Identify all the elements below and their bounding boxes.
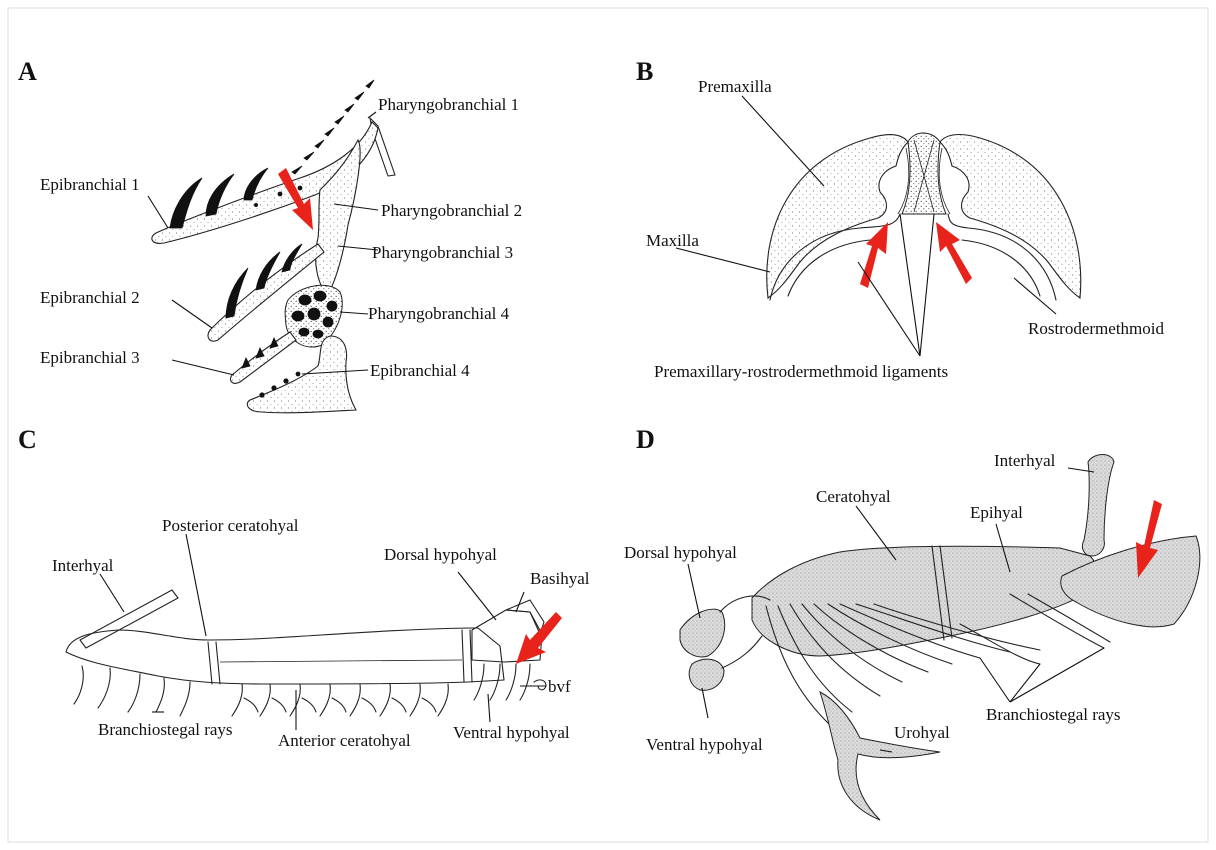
leader-branchiostegal-d-2 (1010, 648, 1104, 702)
panel-d: D (624, 425, 1200, 820)
panel-c-letter: C (18, 425, 37, 454)
bvf-shape (534, 680, 546, 690)
panel-b-letter: B (636, 57, 653, 86)
hypohyal-connection-2 (722, 636, 762, 668)
branchiostegal-rays-c (74, 664, 530, 716)
label-basihyal: Basihyal (530, 569, 590, 588)
label-ventral-hypohyal-c: Ventral hypohyal (453, 723, 570, 742)
panel-b-arrow-left (860, 222, 888, 288)
label-branchiostegal-rays-d: Branchiostegal rays (986, 705, 1121, 724)
label-rostrodermethmoid: Rostrodermethmoid (1028, 319, 1164, 338)
label-branchiostegal-rays-c: Branchiostegal rays (98, 720, 233, 739)
panel-a: A (18, 57, 522, 413)
leader-epibranchial-3 (172, 360, 234, 375)
leader-dorsal-hypohyal-d (688, 564, 700, 618)
basihyal-c-shape (506, 600, 544, 634)
leader-ventral-hypohyal-d (702, 688, 708, 718)
leader-dorsal-hypohyal-c (458, 572, 496, 620)
interhyal-d-shape (1082, 455, 1114, 557)
label-pharyngobranchial-2: Pharyngobranchial 2 (381, 201, 522, 220)
label-maxilla: Maxilla (646, 231, 699, 250)
hypohyal-suture-1 (462, 630, 464, 682)
urohyal-shape (820, 692, 940, 820)
ventral-hypohyal-d-shape (689, 659, 724, 690)
posterior-anterior-suture-2 (216, 642, 220, 684)
leader-pharyngobranchial-4 (340, 312, 368, 314)
epibranchial-4-shape (247, 336, 356, 413)
leader-ligament-3 (858, 262, 920, 356)
leader-posterior-ceratohyal (186, 534, 206, 636)
panel-c: C (18, 425, 590, 750)
leader-epibranchial-2 (172, 300, 212, 328)
label-epibranchial-3: Epibranchial 3 (40, 348, 140, 367)
label-anterior-ceratohyal: Anterior ceratohyal (278, 731, 411, 750)
label-dorsal-hypohyal-c: Dorsal hypohyal (384, 545, 497, 564)
label-epihyal: Epihyal (970, 503, 1023, 522)
leader-ligament-1 (900, 214, 920, 356)
panel-a-letter: A (18, 57, 37, 86)
label-interhyal-d: Interhyal (994, 451, 1056, 470)
label-ligaments: Premaxillary-rostrodermethmoid ligaments (654, 362, 948, 381)
label-epibranchial-1: Epibranchial 1 (40, 175, 140, 194)
leader-premaxilla (742, 96, 824, 186)
epibranchial-3-shape (230, 332, 296, 383)
leader-basihyal (516, 592, 524, 612)
dorsal-hypohyal-d-shape (680, 609, 725, 657)
interhyal-c-shape (80, 590, 178, 648)
leader-branchiostegal-d-3 (980, 658, 1010, 702)
label-ceratohyal: Ceratohyal (816, 487, 891, 506)
leader-maxilla (676, 248, 770, 272)
premaxilla-left-shape (767, 135, 908, 298)
label-posterior-ceratohyal: Posterior ceratohyal (162, 516, 299, 535)
label-epibranchial-2: Epibranchial 2 (40, 288, 140, 307)
label-pharyngobranchial-1: Pharyngobranchial 1 (378, 95, 519, 114)
leader-pharyngobranchial-1 (368, 112, 376, 118)
label-dorsal-hypohyal-d: Dorsal hypohyal (624, 543, 737, 562)
epihyal-plate-shape (1061, 536, 1200, 627)
label-pharyngobranchial-3: Pharyngobranchial 3 (372, 243, 513, 262)
ceratohyal-c-shape (66, 628, 504, 684)
maxilla-right-inner (962, 240, 1040, 296)
leader-interhyal-c (100, 574, 124, 612)
leader-branchiostegal-d-1 (1010, 664, 1040, 702)
panel-d-letter: D (636, 425, 655, 454)
leader-epibranchial-1 (148, 196, 168, 228)
label-bvf: bvf (548, 677, 571, 696)
leader-ventral-hypohyal-c (488, 694, 490, 722)
label-epibranchial-4: Epibranchial 4 (370, 361, 470, 380)
leader-ligament-2 (920, 214, 934, 356)
label-urohyal: Urohyal (894, 723, 950, 742)
label-ventral-hypohyal-d: Ventral hypohyal (646, 735, 763, 754)
label-pharyngobranchial-4: Pharyngobranchial 4 (368, 304, 510, 323)
panel-b: B Premaxilla Maxilla Rostrodermethmoid (636, 57, 1164, 381)
label-interhyal-c: Interhyal (52, 556, 114, 575)
label-premaxilla: Premaxilla (698, 77, 772, 96)
panel-c-arrow (516, 612, 562, 664)
panel-b-arrow-right (936, 222, 972, 284)
ceratohyal-midline (220, 660, 462, 662)
posterior-anterior-suture-1 (208, 642, 212, 684)
